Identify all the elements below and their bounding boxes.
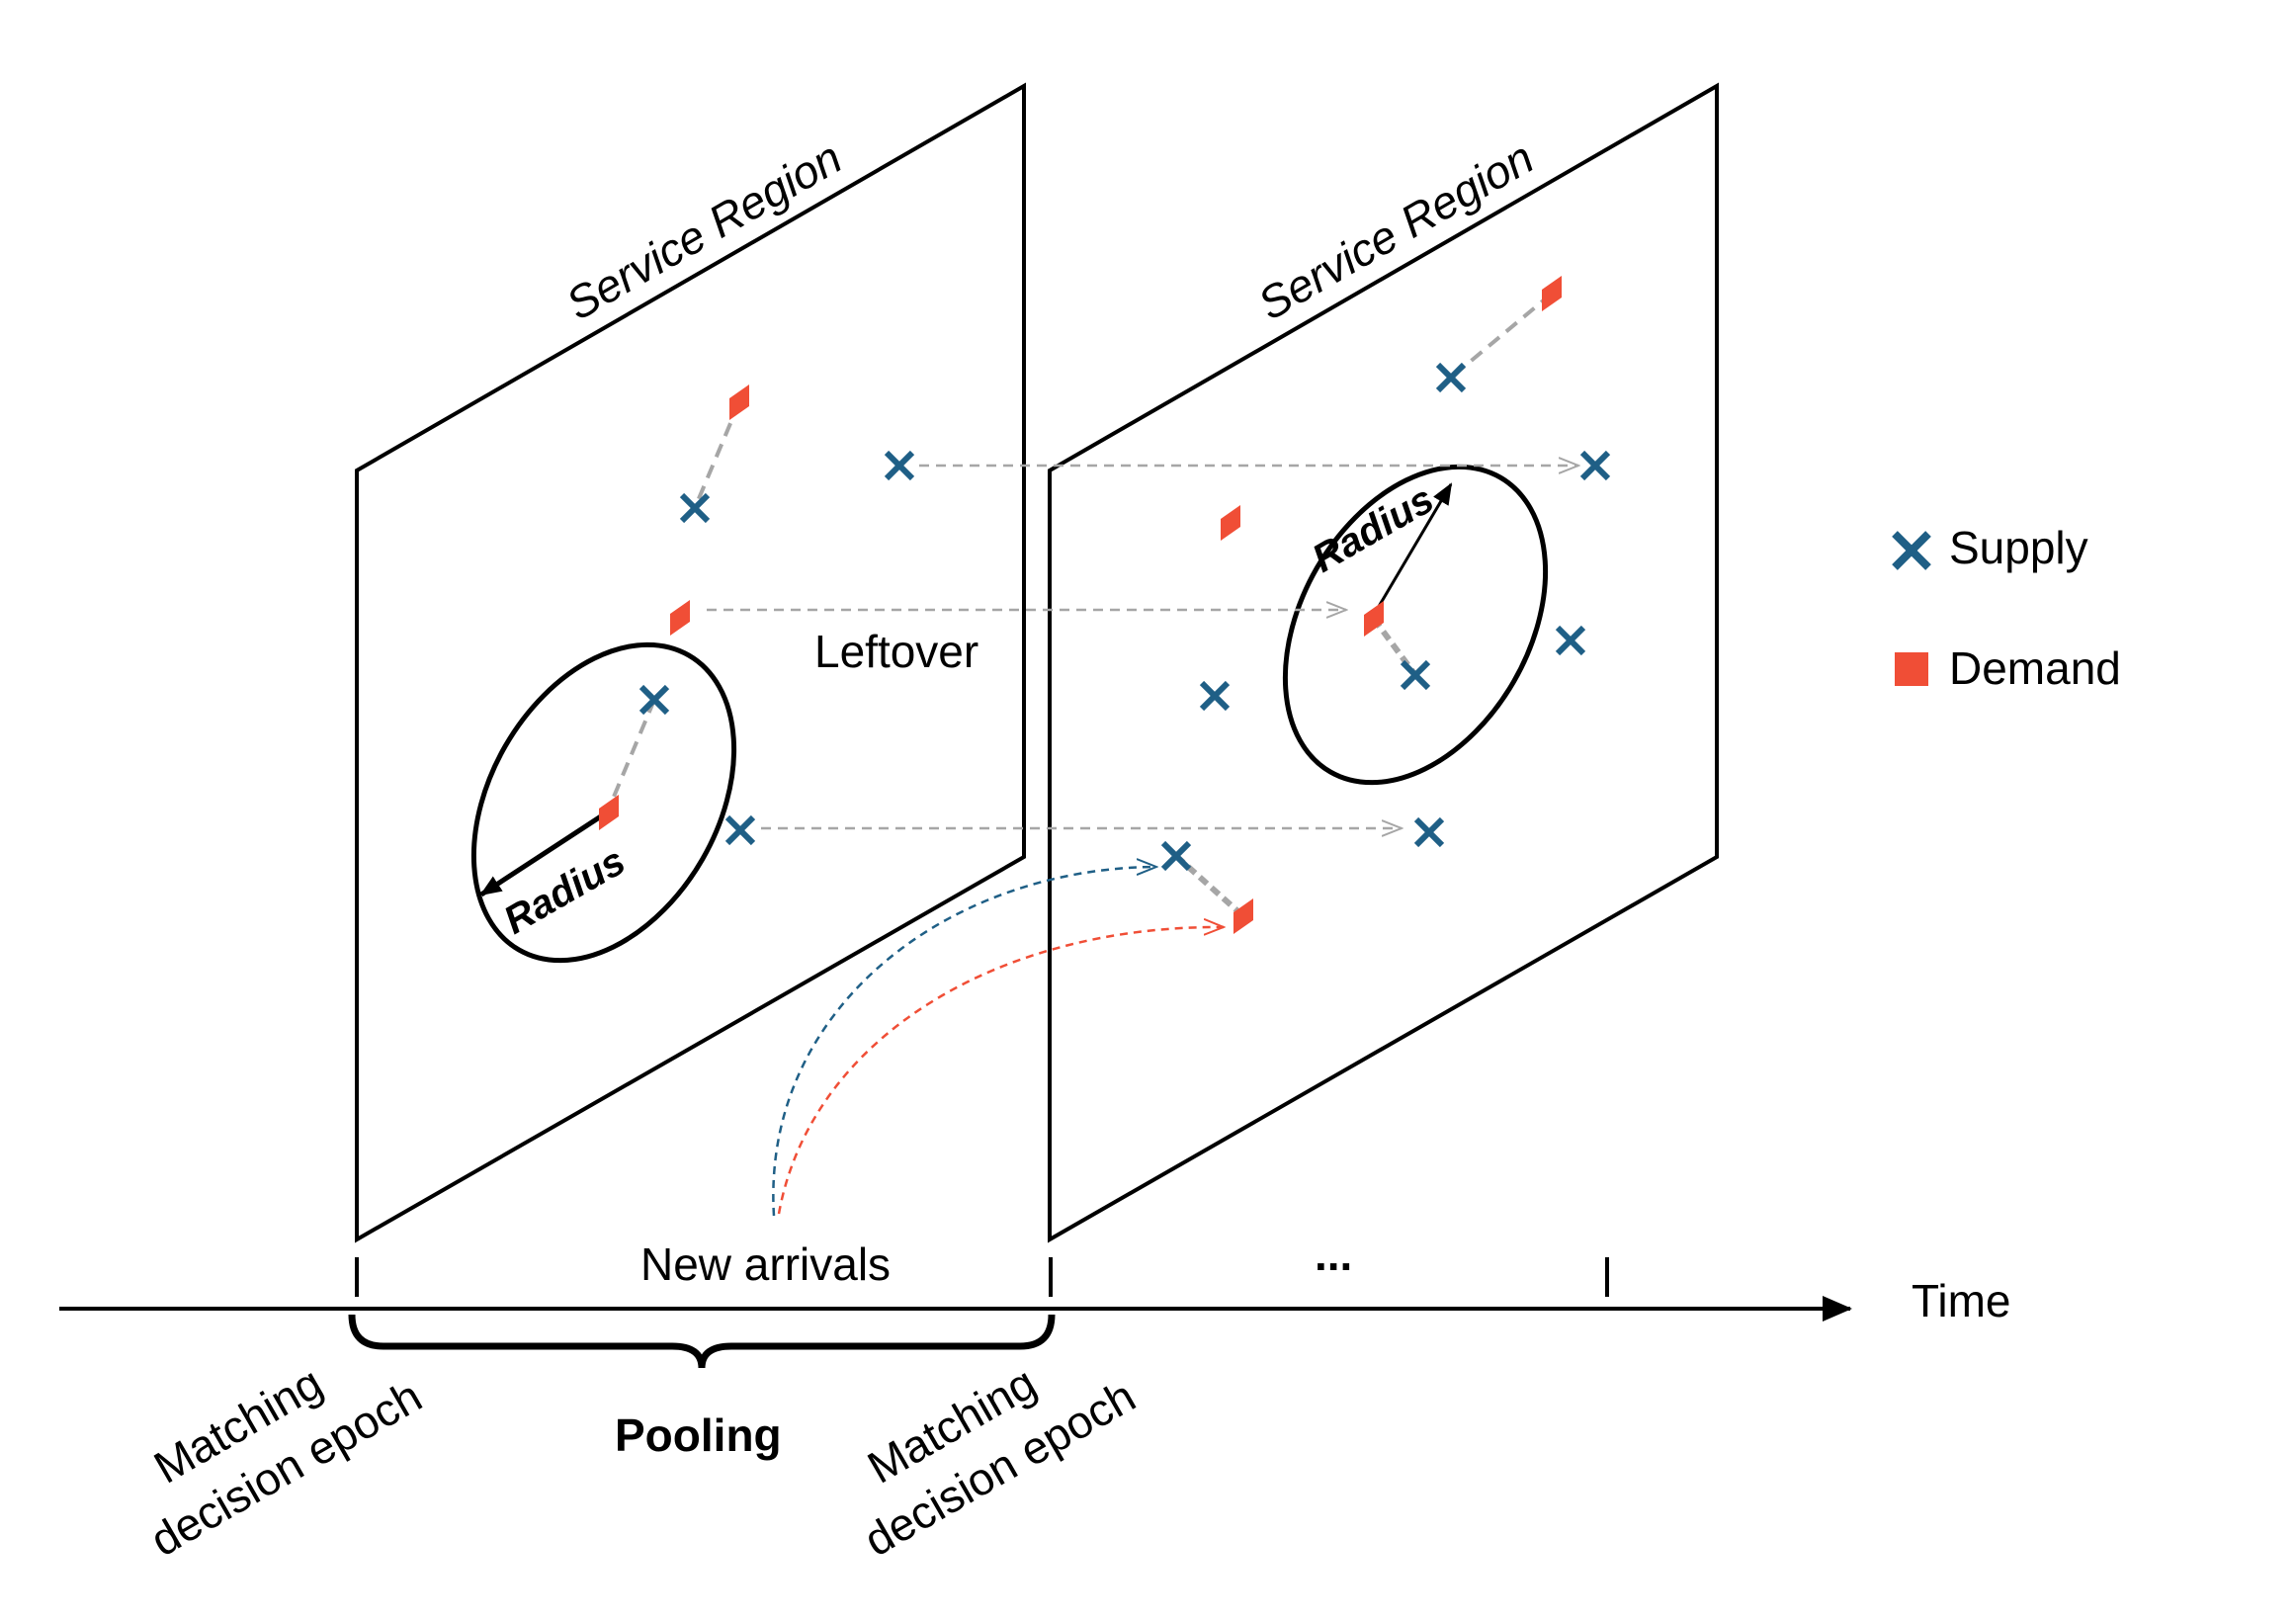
panel-1-supply-top	[682, 495, 708, 521]
panel-1-demand-top	[729, 384, 749, 420]
panel-2-demand-isolated	[1221, 505, 1240, 541]
legend-supply-cross-icon	[1892, 531, 1931, 570]
new-arrival-curves	[772, 867, 1224, 1217]
new-arrival-curve-demand	[777, 927, 1224, 1215]
panel-1-supply-leftover-top	[887, 453, 912, 478]
panel-2-demand-top	[1542, 276, 1562, 311]
panel-2-demand-new	[1233, 898, 1253, 934]
panel-2-supply-right	[1558, 628, 1583, 653]
panel-2-match-link-top	[1449, 292, 1554, 380]
ellipsis-label: ...	[1315, 1229, 1352, 1280]
panel-2-supply-left	[1202, 683, 1228, 709]
panel-2-supply-new	[1163, 843, 1189, 869]
panel-2-radius-arrow	[1372, 482, 1453, 616]
panel-1-supply-center	[641, 687, 667, 713]
panel-2-match-link-center	[1371, 617, 1418, 677]
new-arrivals-label: New arrivals	[640, 1238, 891, 1290]
panel-1-radius-label: Radius	[497, 839, 633, 943]
panel-2-radius-label: Radius	[1306, 477, 1441, 581]
panel-2-demand-carried	[1364, 601, 1384, 637]
panel-2-title: Service Region	[1249, 131, 1542, 330]
leftover-label: Leftover	[814, 626, 978, 677]
timeline: Time Pooling Matching decision epoch Mat…	[59, 1257, 2011, 1566]
leftover-arrows	[707, 466, 1578, 828]
legend: Supply Demand	[1892, 522, 2121, 694]
new-arrival-curve-supply	[772, 867, 1156, 1217]
service-region-panel-2: Service Region Radius	[1048, 82, 1719, 1243]
legend-supply-label: Supply	[1949, 522, 2088, 573]
panel-1-radius-circle	[470, 641, 737, 964]
panel-1-match-link-center	[607, 699, 656, 810]
panel-2-supply-carried-top	[1582, 453, 1608, 478]
panel-1-demand-center	[599, 795, 619, 830]
panel-2-frame	[1048, 82, 1719, 1243]
panel-1-supply-leftover-bottom	[727, 817, 753, 843]
epoch-label-1: Matching decision epoch	[141, 1356, 430, 1566]
panel-1-radius-arrow	[479, 810, 609, 897]
legend-item-demand: Demand	[1895, 642, 2121, 694]
panel-2-radius-circle	[1282, 464, 1549, 786]
time-label: Time	[1912, 1275, 2011, 1326]
epoch-label-2: Matching decision epoch	[855, 1356, 1144, 1566]
pooling-brace	[348, 1314, 1056, 1369]
panel-2-supply-top	[1438, 365, 1464, 390]
panel-1-demand-leftover	[670, 600, 690, 636]
panel-2-supply-center	[1403, 662, 1428, 688]
legend-item-supply: Supply	[1892, 522, 2088, 573]
legend-demand-square-icon	[1895, 652, 1928, 686]
panel-1-title: Service Region	[557, 131, 850, 330]
panel-2-supply-carried-bottom	[1416, 819, 1442, 845]
pooling-label: Pooling	[615, 1409, 782, 1461]
legend-demand-label: Demand	[1949, 642, 2121, 694]
panel-1-frame	[355, 82, 1026, 1243]
panel-1-match-link-top	[693, 401, 741, 509]
